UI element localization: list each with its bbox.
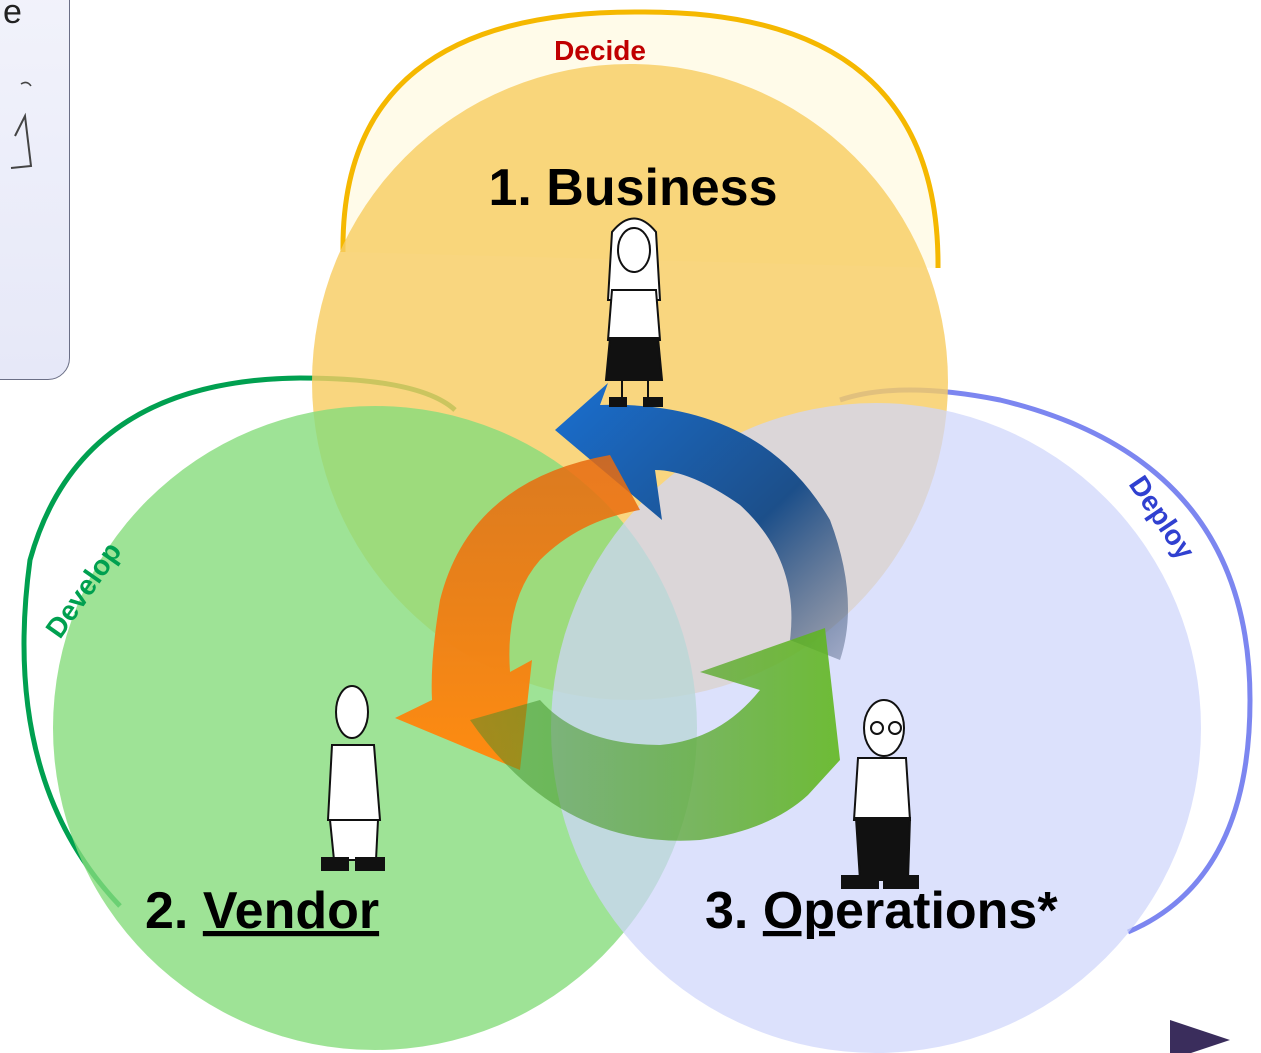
- operations-label-rest: erations*: [835, 882, 1058, 940]
- orange-cycle-arrow: [395, 455, 640, 770]
- decide-label: Decide: [554, 35, 646, 66]
- blue-cycle-arrow: [555, 383, 848, 660]
- side-note-text: e: [3, 0, 22, 31]
- next-arrow-icon[interactable]: [1170, 1020, 1230, 1053]
- operations-person-icon: [841, 699, 919, 889]
- vendor-person-icon: [321, 685, 385, 871]
- vendor-circle: [53, 406, 697, 1050]
- vendor-label-name: Vendor: [203, 882, 379, 940]
- side-note-sketch-icon: [10, 81, 33, 169]
- business-person-icon: [604, 217, 664, 407]
- vendor-label-prefix: 2.: [145, 882, 203, 940]
- operations-label-underlined: Op: [763, 882, 835, 940]
- business-label: 1. Business: [488, 159, 777, 217]
- vendor-label: 2. Vendor: [145, 882, 379, 940]
- side-note-panel: e: [0, 0, 70, 380]
- operations-label: 3. Operations*: [705, 882, 1058, 940]
- green-cycle-arrow: [470, 628, 840, 841]
- operations-label-prefix: 3.: [705, 882, 763, 940]
